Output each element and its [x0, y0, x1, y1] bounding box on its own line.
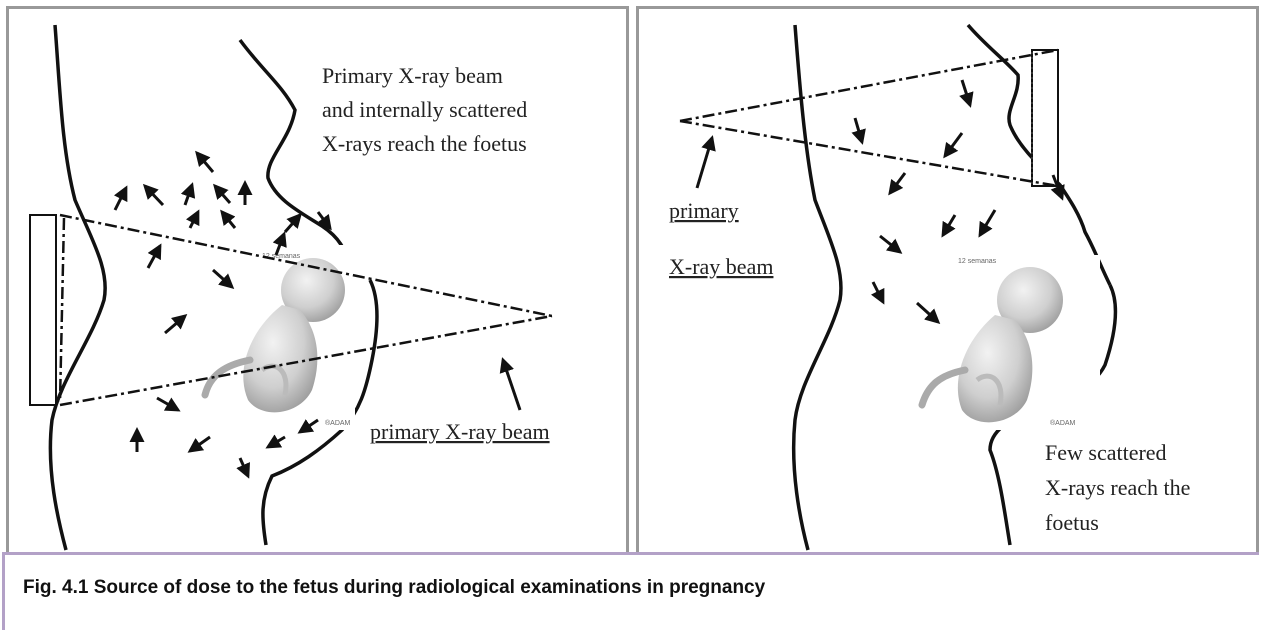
- right-label-line-3: foetus: [1045, 510, 1099, 535]
- left-fetus-image: 12 semanas ®ADAM: [205, 245, 355, 430]
- left-detector-plate: [30, 215, 56, 405]
- left-label-line-2: and internally scattered: [322, 97, 527, 122]
- left-label-line-1: Primary X-ray beam: [322, 63, 503, 88]
- right-beam-label-1: primary: [669, 198, 739, 223]
- left-beam-label: primary X-ray beam: [370, 419, 550, 444]
- right-detector-plate: [1032, 50, 1058, 186]
- left-label-line-3: X-rays reach the foetus: [322, 131, 527, 156]
- right-label-line-2: X-rays reach the: [1045, 475, 1190, 500]
- right-fetus-image: 12 semanas ®ADAM: [905, 255, 1100, 430]
- left-fetus-label-bottom: ®ADAM: [325, 419, 351, 427]
- right-fetus-label-bottom: ®ADAM: [1050, 419, 1076, 427]
- right-label-line-1: Few scattered: [1045, 440, 1167, 465]
- figure-caption: Fig. 4.1 Source of dose to the fetus dur…: [23, 577, 765, 599]
- right-beam-label-2: X-ray beam: [669, 254, 773, 279]
- right-beam-cone: [680, 50, 1058, 186]
- figure-caption-box: Fig. 4.1 Source of dose to the fetus dur…: [2, 552, 1259, 630]
- right-fetus-label-top: 12 semanas: [958, 258, 997, 265]
